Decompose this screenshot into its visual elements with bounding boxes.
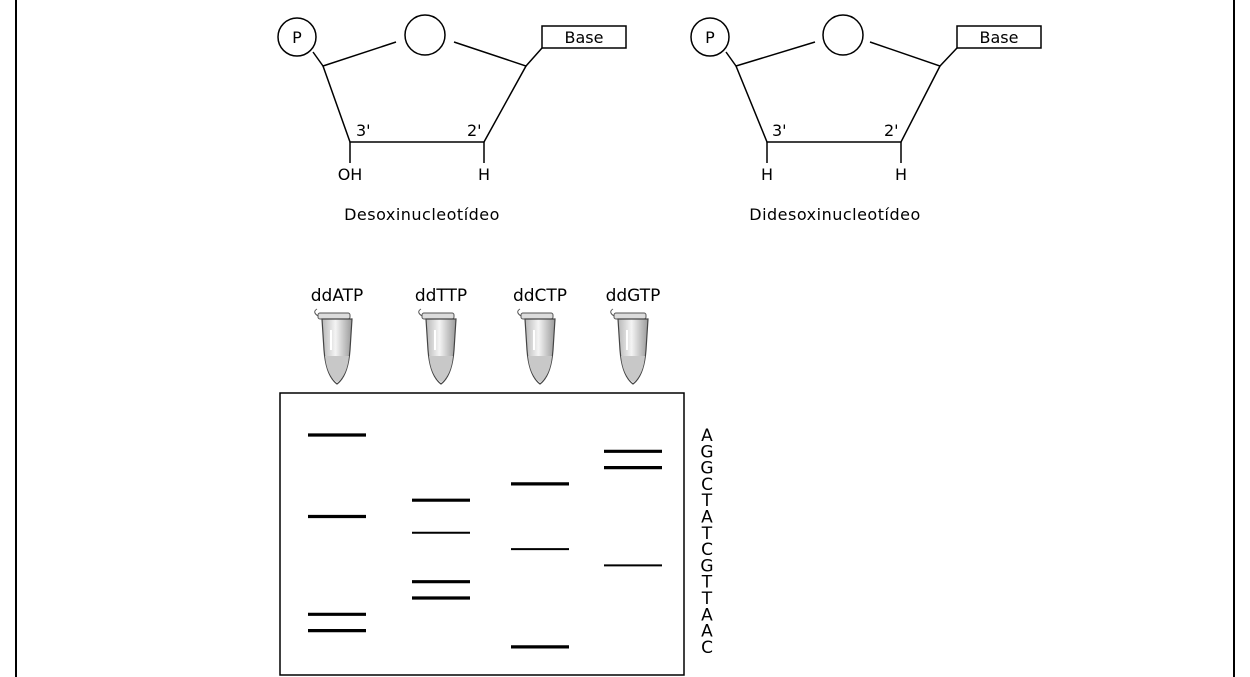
3-prime-group-label: OH — [338, 165, 363, 184]
ring-oxygen-circle — [822, 14, 864, 56]
tube-label: ddTTP — [415, 286, 467, 306]
tube-label: ddCTP — [513, 286, 567, 306]
dideoxynucleotide-structure: P Base 3' 2' H H Didesoxinucleotídeo — [690, 14, 1042, 224]
carbon-2-label: 2' — [884, 121, 899, 140]
tube-cap — [421, 312, 455, 320]
dideoxynucleotide-caption: Didesoxinucleotídeo — [749, 205, 920, 224]
sugar-ring — [734, 41, 942, 143]
tube-cap — [613, 312, 647, 320]
tube-cap — [520, 312, 554, 320]
gel-box — [279, 392, 685, 676]
base-label: Base — [565, 28, 604, 47]
sequence-letter: T — [701, 573, 713, 593]
tube-cap-hinge — [517, 308, 522, 317]
sequence-letter: T — [701, 491, 713, 511]
sequence-letter: A — [701, 605, 713, 625]
sugar-ring — [322, 41, 528, 143]
tube-cap-hinge — [314, 308, 319, 317]
sequence-letter: A — [701, 426, 713, 446]
carbon-3-label: 3' — [356, 121, 371, 140]
tube-cap-hinge — [610, 308, 615, 317]
tube-ddCTP: ddCTP — [513, 286, 567, 385]
carbon-2-label: 2' — [467, 121, 482, 140]
sequence-letter: C — [701, 540, 713, 560]
sequence-letter: C — [701, 638, 713, 658]
sequence-letter: G — [700, 556, 713, 576]
tube-ddGTP: ddGTP — [606, 286, 661, 385]
2-prime-group-label: H — [895, 165, 907, 184]
base-box — [956, 25, 1042, 49]
base-box — [541, 25, 627, 49]
phosphate-circle — [690, 17, 730, 57]
sequence-letter: C — [701, 475, 713, 495]
sequence-letter: T — [701, 524, 713, 544]
sequence-letter: G — [700, 459, 713, 479]
deoxynucleotide-caption: Desoxinucleotídeo — [344, 205, 500, 224]
ring-oxygen-circle — [404, 14, 446, 56]
sequence-letter: T — [701, 589, 713, 609]
tube-label: ddGTP — [606, 286, 661, 306]
reaction-tubes: ddATP ddTTP ddCTP ddGTP — [311, 286, 661, 385]
2-prime-group-label: H — [478, 165, 490, 184]
tube-cap-hinge — [418, 308, 423, 317]
tube-liquid — [429, 356, 453, 382]
phosphate-label: P — [705, 28, 715, 47]
3-prime-group-label: H — [761, 165, 773, 184]
tube-cap — [317, 312, 351, 320]
sequence-letter: A — [701, 622, 713, 642]
phosphate-circle — [277, 17, 317, 57]
tube-liquid — [528, 356, 552, 382]
tube-label: ddATP — [311, 286, 364, 306]
deoxynucleotide-structure: P Base 3' 2' OH H Desoxinucleotídeo — [277, 14, 627, 224]
base-label: Base — [980, 28, 1019, 47]
carbon-3-label: 3' — [772, 121, 787, 140]
tube-ddTTP: ddTTP — [415, 286, 467, 385]
sequence-letter: A — [701, 508, 713, 528]
sequence-letter: G — [700, 442, 713, 462]
tube-liquid — [621, 356, 645, 382]
phosphate-label: P — [292, 28, 302, 47]
tube-liquid — [325, 356, 349, 382]
gel-bands — [308, 433, 662, 649]
tube-ddATP: ddATP — [311, 286, 364, 385]
